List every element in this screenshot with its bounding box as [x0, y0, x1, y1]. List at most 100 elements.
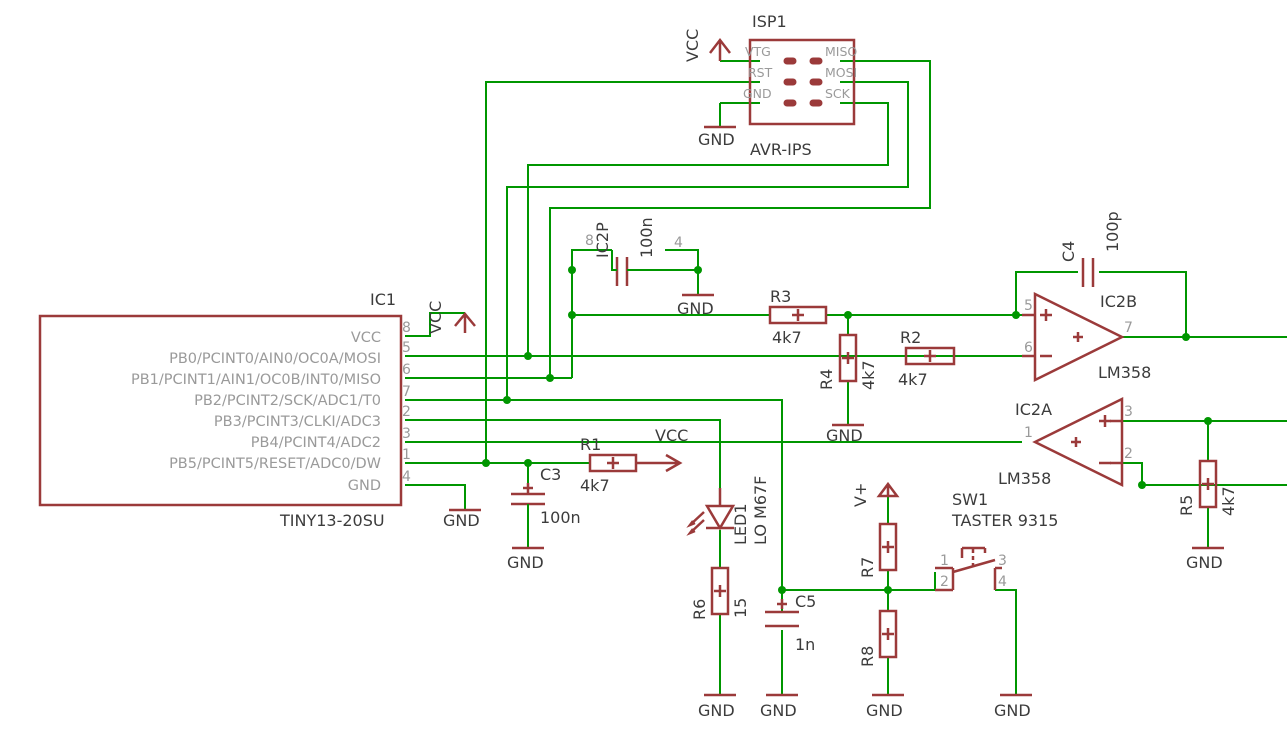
- r8: R8: [858, 609, 898, 667]
- sw1-name: SW1: [952, 490, 988, 509]
- isp1-pin-label: MISO: [825, 44, 857, 59]
- ic1-pin-num: 8: [402, 320, 411, 336]
- ic1-pin-label: PB3/PCINT3/CLKI/ADC3: [214, 414, 381, 430]
- sw1-value: TASTER 9315: [951, 511, 1058, 530]
- gnd-label: GND: [866, 701, 903, 720]
- gnd-label: GND: [1186, 553, 1223, 572]
- vcc-label: VCC: [683, 29, 702, 62]
- c3: C3 100n: [511, 465, 581, 527]
- isp1-pin-label: MOSI: [825, 65, 857, 80]
- sw1-pin: 3: [998, 553, 1007, 569]
- gnd-label: GND: [698, 701, 735, 720]
- ground-symbols: GND GND GND GND GND GND GND GND GND GND: [443, 125, 1224, 720]
- isp1-name: ISP1: [752, 12, 787, 31]
- led1-value: LO M67F: [751, 476, 770, 545]
- ic1-pin-label: PB5/PCINT5/RESET/ADC0/DW: [169, 456, 381, 472]
- ic2b: 5 6 7 IC2B LM358: [1022, 291, 1151, 383]
- ic1-pin-label: VCC: [351, 330, 381, 346]
- ic2p-value: 100n: [637, 217, 656, 258]
- ic2b-pin: 6: [1024, 340, 1033, 356]
- ic1-pin-num: 5: [402, 340, 411, 356]
- sw1-pin: 4: [998, 574, 1007, 590]
- gnd-label: GND: [760, 701, 797, 720]
- vplus-supply: V+: [851, 481, 900, 507]
- vcc-label: VCC: [426, 301, 445, 334]
- vcc-label: VCC: [655, 426, 688, 445]
- ic2a-value: LM358: [998, 469, 1051, 488]
- r2-name: R2: [900, 328, 921, 347]
- led1: LED1 LO M67F: [686, 476, 770, 545]
- ic2p: 8 4 IC2P 100n: [585, 217, 683, 286]
- gnd-label: GND: [698, 130, 735, 149]
- ic1-pin-label: PB0/PCINT0/AIN0/OC0A/MOSI: [169, 351, 381, 367]
- c3-value: 100n: [540, 508, 581, 527]
- c4: C4 100p: [1059, 211, 1122, 287]
- ic2a-pin: 1: [1024, 425, 1033, 441]
- isp1-value: AVR-IPS: [750, 140, 812, 159]
- ic2p-name: IC2P: [593, 222, 612, 258]
- c5-value: 1n: [795, 635, 815, 654]
- ic2b-pin: 7: [1124, 320, 1133, 336]
- ic2a: 3 2 1 IC2A LM358: [998, 396, 1133, 488]
- isp1-pin-label: SCK: [825, 86, 851, 101]
- r1-value: 4k7: [580, 476, 610, 495]
- gnd-label: GND: [507, 553, 544, 572]
- isp1: ISP1 AVR-IPS VTG RST GND MISO MOSI SCK V…: [683, 12, 857, 159]
- r1-name: R1: [580, 435, 601, 454]
- ic2p-pin-vcc: 8: [585, 233, 594, 249]
- junctions: [482, 266, 1212, 594]
- sw1-pin: 2: [940, 574, 949, 590]
- ic2b-value: LM358: [1098, 363, 1151, 382]
- isp1-pin-label: VTG: [745, 44, 771, 59]
- r6-value: 15: [731, 598, 750, 618]
- r4-name: R4: [817, 369, 836, 390]
- r7-name: R7: [858, 557, 877, 578]
- r7: R7: [858, 522, 898, 578]
- ic1-name: IC1: [370, 290, 396, 309]
- r4: R4 4k7: [817, 333, 878, 390]
- ic1-pin-label: GND: [348, 478, 381, 494]
- ic2a-pin: 2: [1124, 446, 1133, 462]
- ic1: IC1 TINY13-20SU VCC PB0/PCINT0/AIN0/OC0A…: [38, 290, 476, 530]
- c5: C5 1n: [765, 592, 816, 654]
- ic1-value: TINY13-20SU: [279, 511, 385, 530]
- r3: R3 4k7: [768, 287, 828, 347]
- ic1-pin-label: PB1/PCINT1/AIN1/OC0B/INT0/MISO: [131, 372, 381, 388]
- r8-name: R8: [858, 646, 877, 667]
- c4-name: C4: [1059, 241, 1078, 262]
- c4-value: 100p: [1103, 211, 1122, 252]
- r5-name: R5: [1177, 495, 1196, 516]
- c5-name: C5: [795, 592, 816, 611]
- wires: [405, 60, 1287, 695]
- ic1-pin-num: 3: [402, 426, 411, 442]
- r1: R1 4k7 VCC: [580, 426, 688, 495]
- gnd-label: GND: [443, 511, 480, 530]
- ic1-pin-num: 2: [402, 404, 411, 420]
- r2: R2 4k7: [898, 328, 956, 389]
- ic2a-pin: 3: [1124, 404, 1133, 420]
- sw1: 1 2 3 4 SW1 TASTER 9315: [935, 490, 1058, 592]
- ic2p-pin-gnd: 4: [674, 235, 683, 251]
- vplus-label: V+: [851, 483, 870, 507]
- sw1-pin: 1: [940, 553, 949, 569]
- isp1-pin-label: GND: [743, 86, 772, 101]
- r5: R5 4k7: [1177, 459, 1238, 516]
- ic1-pin-label: PB2/PCINT2/SCK/ADC1/T0: [194, 393, 381, 409]
- isp1-pin-label: RST: [748, 65, 773, 80]
- r3-value: 4k7: [772, 328, 802, 347]
- gnd-label: GND: [826, 426, 863, 445]
- ic2b-name: IC2B: [1100, 292, 1137, 311]
- gnd-label: GND: [677, 299, 714, 318]
- r5-value: 4k7: [1219, 486, 1238, 516]
- ic2b-pin: 5: [1024, 298, 1033, 314]
- ic1-pin-num: 1: [402, 447, 411, 463]
- ic1-pin-label: PB4/PCINT4/ADC2: [251, 435, 381, 451]
- c3-name: C3: [540, 465, 561, 484]
- r6: R6 15: [690, 566, 750, 620]
- ic1-pin-num: 6: [402, 362, 411, 378]
- ic1-pin-num: 4: [402, 469, 411, 485]
- r4-value: 4k7: [859, 360, 878, 390]
- ic2a-name: IC2A: [1015, 400, 1052, 419]
- r2-value: 4k7: [898, 370, 928, 389]
